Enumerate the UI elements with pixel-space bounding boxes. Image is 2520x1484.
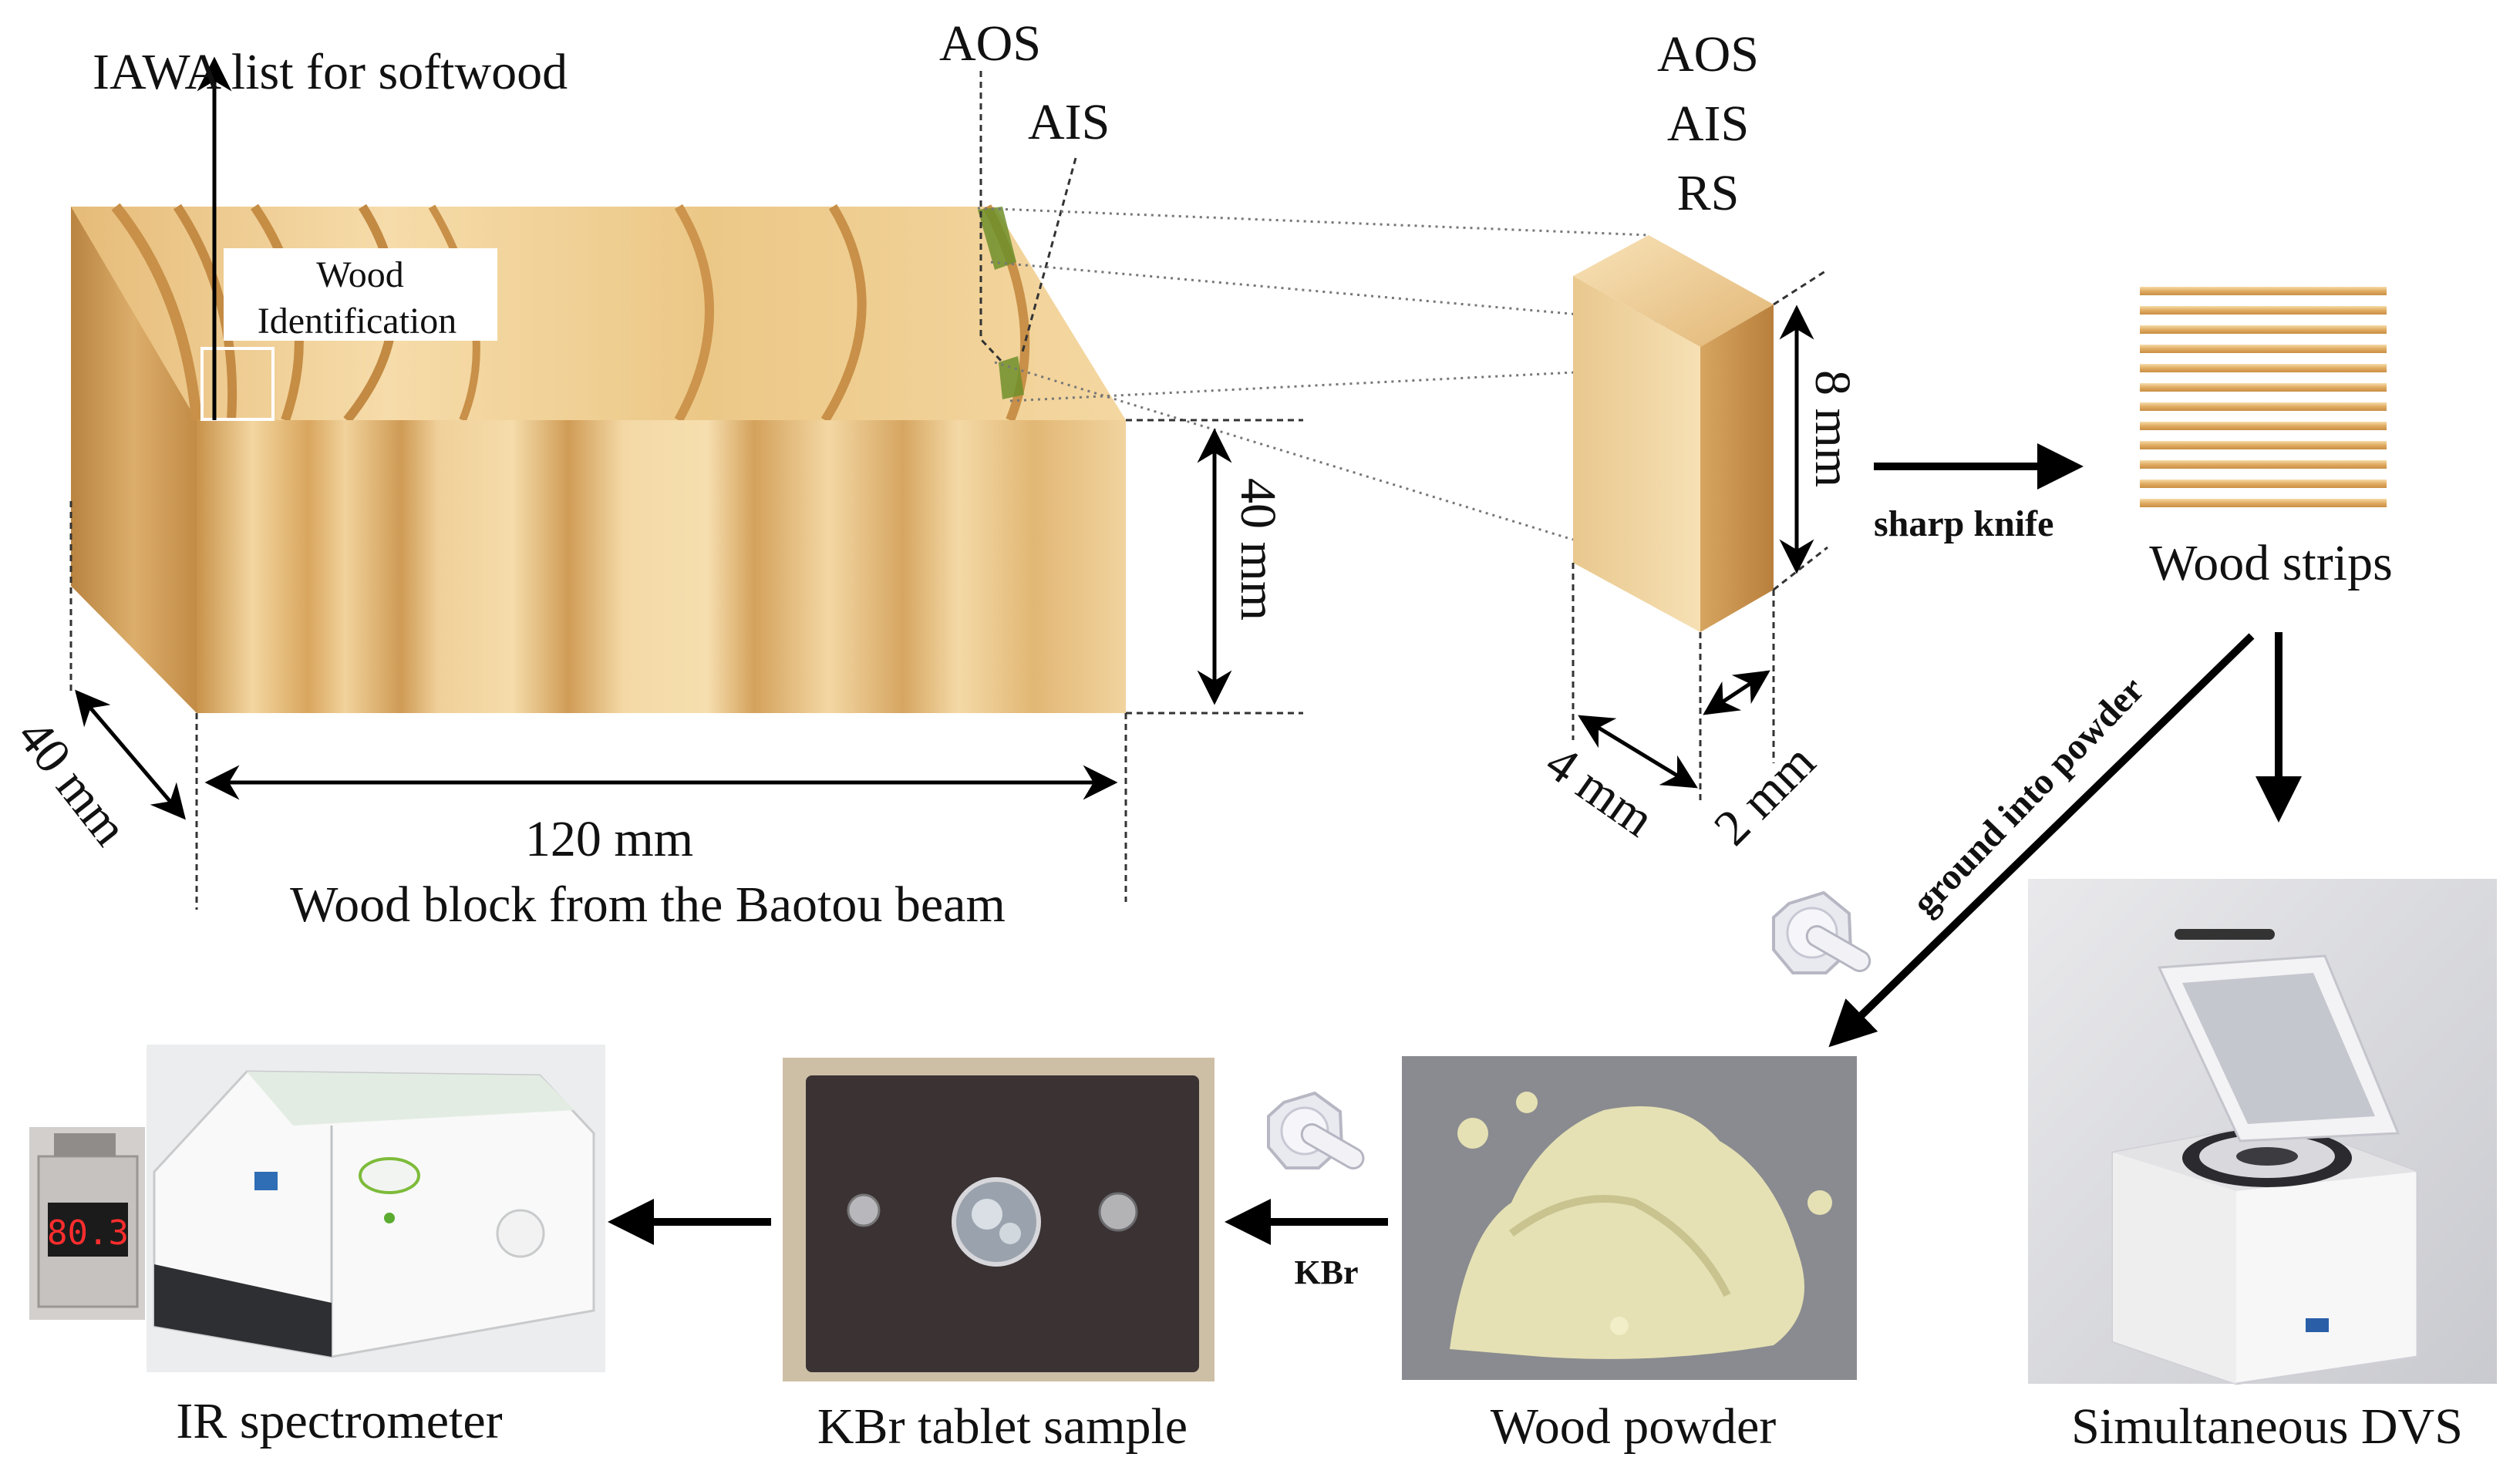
kbr-tablet-label: KBr tablet sample (817, 1398, 1188, 1455)
ground-arrow (1828, 633, 2255, 1048)
wood-identification-line1: Wood (316, 254, 403, 295)
ais-right-label: AIS (1667, 96, 1749, 152)
ir-spectrometer-label: IR spectrometer (176, 1393, 502, 1449)
wood-strips-label: Wood strips (2149, 535, 2393, 591)
sampling-patch (978, 207, 1016, 270)
rs-right-label: RS (1677, 165, 1740, 221)
sharp-knife-label: sharp knife (1874, 503, 2053, 544)
wood-identification-box (224, 248, 497, 341)
sample-top-face (1573, 235, 1774, 347)
iawa-label: IAWA list for softwood (93, 44, 568, 100)
block-caption: Wood block from the Baotou beam (290, 877, 1006, 933)
dim-40-right-label: 40 mm (1230, 478, 1286, 621)
wood-powder-label: Wood powder (1491, 1398, 1776, 1455)
temperature-controller-photo: 80.3 (29, 1127, 145, 1320)
mortar-pestle-icon (1772, 890, 1871, 974)
wood-powder-photo (1402, 1056, 1857, 1380)
dim-2-diagonal (1703, 670, 1770, 715)
identification-sample-square (200, 347, 275, 421)
block-front-face (197, 420, 1126, 713)
sample-block-illustration (1573, 235, 1774, 632)
wood-strips-illustration (2140, 287, 2387, 507)
kbr-label: KBr (1294, 1253, 1358, 1291)
dim-40-diagonal (75, 689, 186, 820)
sample-side-face (1700, 305, 1774, 632)
kbr-tablet-photo (783, 1058, 1215, 1381)
wood-identification-line2: Identification (258, 301, 457, 342)
aos-right-label: AOS (1657, 26, 1759, 82)
wood-block-illustration: Wood Identification (71, 203, 1126, 713)
controller-display-value: 80.3 (47, 1213, 129, 1253)
mortar-pestle-icon-kbr (1267, 1091, 1365, 1169)
projection-lines (977, 207, 1774, 541)
dim-4-label: 4 mm (1535, 734, 1664, 847)
dim-120-label: 120 mm (525, 811, 693, 867)
dim-40-left-label: 40 mm (6, 708, 139, 856)
aos-top-label: AOS (939, 15, 1041, 72)
dim-2-label: 2 mm (1703, 733, 1826, 856)
ais-top-label: AIS (1028, 94, 1110, 150)
dim-4-diagonal (1578, 715, 1698, 789)
sample-front-face (1573, 276, 1700, 632)
dvs-instrument-photo (2028, 879, 2497, 1385)
dim-8-label: 8 mm (1804, 370, 1861, 487)
ir-spectrometer-photo (147, 1045, 605, 1372)
simultaneous-dvs-label: Simultaneous DVS (2071, 1398, 2463, 1455)
